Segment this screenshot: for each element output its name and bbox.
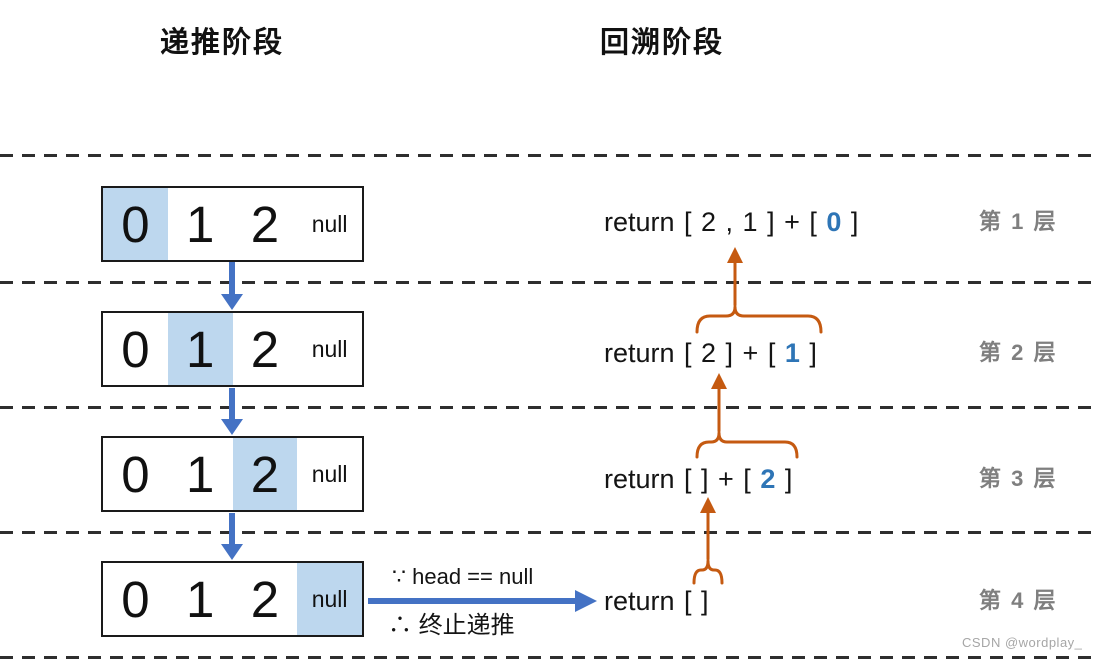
brace-up-arrow-icon — [692, 497, 724, 585]
list-cell-0: 0 — [121, 570, 150, 628]
dashed-separator — [0, 281, 1100, 284]
list-cell-0: 0 — [121, 320, 150, 378]
list-cell-0: 0 — [103, 188, 168, 260]
list-cell-2: 2 — [250, 320, 280, 378]
list-cell-1: 1 — [167, 313, 233, 385]
phase-title-recursion: 递推阶段 — [160, 27, 285, 59]
return-expression-level2: return [ 2 ] + [ 1 ] — [604, 335, 817, 371]
return-value: 2 — [760, 464, 776, 494]
dashed-separator — [0, 406, 1100, 409]
termination-condition: ∵ head == null — [392, 564, 534, 589]
layer-label-4: 第 4 层 — [979, 588, 1058, 613]
linked-list-box-level4: 0 1 2 null — [101, 561, 364, 637]
right-arrow-icon — [368, 590, 597, 612]
layer-label-2: 第 2 层 — [979, 340, 1058, 365]
list-cell-1: 1 — [185, 570, 215, 628]
layer-label-3: 第 3 层 — [979, 466, 1058, 491]
termination-conclusion: ∴ 终止递推 — [388, 612, 515, 639]
return-value: 0 — [826, 207, 842, 237]
linked-list-box-level2: 0 1 2 null — [101, 311, 364, 387]
return-pre: return [ 2 ] + [ — [604, 338, 785, 368]
list-cell-1: 1 — [185, 445, 215, 503]
watermark: CSDN @wordplay_ — [962, 635, 1083, 650]
list-cell-null: null — [311, 335, 348, 362]
return-expression-level1: return [ 2 , 1 ] + [ 0 ] — [604, 204, 858, 240]
list-cell-0: 0 — [121, 445, 150, 503]
list-cell-1: 1 — [185, 195, 215, 253]
return-post: ] — [799, 338, 817, 368]
list-cell-2: 2 — [250, 195, 280, 253]
return-expression-level3: return [ ] + [ 2 ] — [604, 461, 792, 497]
list-cell-null: null — [311, 210, 348, 237]
list-cell-2: 2 — [250, 570, 280, 628]
down-arrow-icon — [221, 513, 243, 560]
brace-up-arrow-icon — [695, 373, 799, 459]
list-cell-null: null — [311, 460, 348, 487]
linked-list-box-level1: 0 1 2 null — [101, 186, 364, 262]
list-cell-2: 2 — [232, 438, 298, 510]
list-cell-null: null — [297, 563, 362, 635]
return-expression-level4: return [ ] — [604, 583, 709, 619]
dashed-separator — [0, 656, 1100, 659]
phase-title-backtrack: 回溯阶段 — [600, 27, 725, 59]
brace-up-arrow-icon — [695, 247, 823, 334]
dashed-separator — [0, 154, 1100, 157]
dashed-separator — [0, 531, 1100, 534]
down-arrow-icon — [221, 262, 243, 310]
down-arrow-icon — [221, 388, 243, 435]
linked-list-box-level3: 0 1 2 null — [101, 436, 364, 512]
return-pre: return [ 2 , 1 ] + [ — [604, 207, 827, 237]
layer-label-1: 第 1 层 — [979, 209, 1058, 234]
return-pre: return [ ] + [ — [604, 464, 761, 494]
return-post: ] — [775, 464, 793, 494]
return-post: ] — [841, 207, 859, 237]
return-value: 1 — [784, 338, 800, 368]
return-pre: return [ ] — [604, 586, 709, 616]
